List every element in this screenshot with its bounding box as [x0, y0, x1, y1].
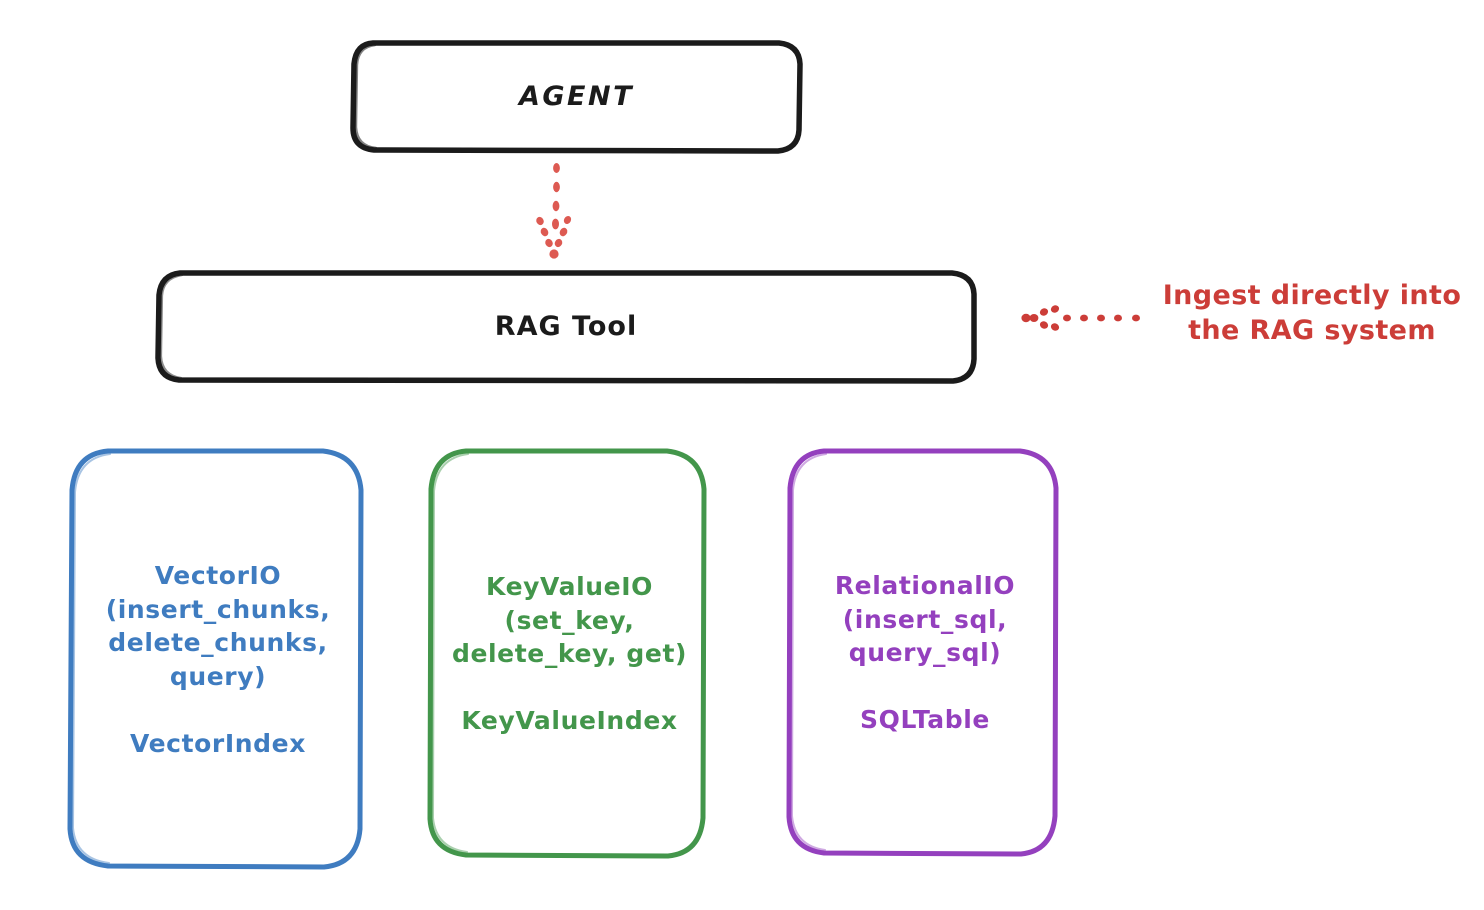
relational-io-label: RelationalIO (insert_sql, query_sql) SQL…: [834, 571, 1016, 735]
node-vector-io[interactable]: VectorIO (insert_chunks, delete_chunks, …: [67, 448, 368, 870]
key-value-io-label: KeyValueIO (set_key, delete_key, get) Ke…: [451, 572, 688, 736]
node-relational-io[interactable]: RelationalIO (insert_sql, query_sql) SQL…: [786, 448, 1063, 857]
agent-label: AGENT: [518, 81, 634, 113]
rag-tool-label: RAG Tool: [494, 311, 638, 343]
ingest-annotation-text: Ingest directly into the RAG system: [1162, 280, 1462, 346]
node-key-value-io[interactable]: KeyValueIO (set_key, delete_key, get) Ke…: [427, 448, 711, 859]
ingest-annotation-arrow: [1021, 305, 1140, 331]
agent-to-rag-arrow: [536, 163, 572, 259]
node-rag-tool[interactable]: RAG Tool: [155, 270, 977, 384]
vector-io-label: VectorIO (insert_chunks, delete_chunks, …: [105, 561, 331, 758]
node-agent[interactable]: AGENT: [350, 40, 803, 154]
